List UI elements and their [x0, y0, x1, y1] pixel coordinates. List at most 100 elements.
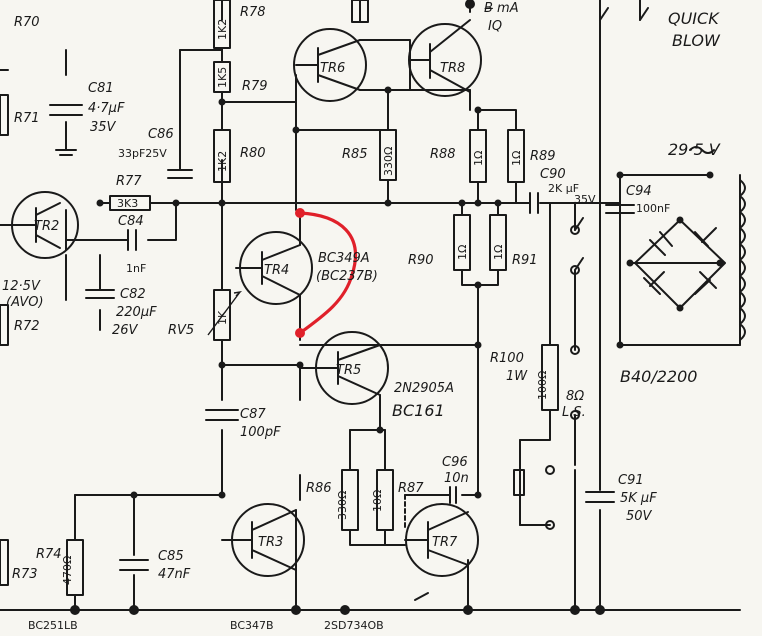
- ac-tilde: [689, 146, 715, 154]
- resistor-r72-edge: [0, 304, 9, 346]
- switches: [414, 7, 649, 601]
- label-r80-val: 1K2: [216, 151, 229, 172]
- label-c84-val: 1nF: [126, 262, 146, 275]
- label-r77-val: 3K3: [117, 197, 138, 210]
- capacitor-c85: [119, 559, 149, 571]
- label-blow: BLOW: [672, 31, 721, 50]
- label-bottom-1: BC251LB: [28, 619, 78, 631]
- label-c91-volt: 50V: [626, 509, 653, 524]
- capacitor-c82: [85, 289, 115, 299]
- label-r87: R87: [398, 481, 424, 496]
- label-tr8-top: B̶ mA: [484, 1, 519, 16]
- transistor-tr5: [299, 331, 389, 405]
- resistor-r71-edge: [0, 94, 9, 136]
- labels: R70 R71 C81 4·7µF 35V R78 1K2 R79 1K5 R8…: [2, 1, 721, 632]
- label-r80: R80: [240, 146, 266, 161]
- capacitor-c94: [605, 204, 635, 214]
- capacitor-c81: [49, 104, 83, 116]
- label-c94-val: 100nF: [636, 202, 670, 215]
- label-c85-val: 47nF: [158, 567, 191, 582]
- label-tr8: TR8: [440, 61, 465, 76]
- label-c86: C86: [148, 127, 174, 142]
- label-c87-val: 100pF: [240, 425, 281, 440]
- label-iq: IQ: [488, 19, 502, 34]
- label-tr7: TR7: [432, 535, 458, 550]
- label-c90-val: 2K µF: [548, 182, 579, 195]
- label-c81-val: 4·7µF: [88, 101, 125, 116]
- label-r78-val: 1K2: [216, 19, 229, 40]
- label-ls: 8Ω: [566, 389, 584, 404]
- label-c94: C94: [626, 184, 652, 199]
- resistor-r88b: [507, 129, 525, 183]
- label-r90: R90: [408, 253, 434, 268]
- capacitors: [49, 104, 635, 571]
- label-c82-volt: 26V: [112, 323, 139, 338]
- label-r86: R86: [306, 481, 332, 496]
- label-c87: C87: [240, 407, 266, 422]
- capacitor-c86: [167, 169, 193, 179]
- resistor-r91: [489, 214, 507, 271]
- transistor-tr4: [239, 231, 313, 305]
- label-r77: R77: [116, 174, 142, 189]
- label-rv5-val: 1K: [216, 310, 229, 325]
- label-r91: R91: [512, 253, 538, 268]
- capacitor-c87: [205, 409, 239, 421]
- label-tr5: TR5: [336, 363, 361, 378]
- resistor-r78: [213, 0, 231, 49]
- label-r87-val: 10Ω: [371, 490, 384, 512]
- label-tr5-part: 2N2905A: [394, 381, 454, 396]
- transistor-tr8: [408, 19, 482, 97]
- junction-dots: [70, 0, 724, 615]
- label-r88-b: 1Ω: [510, 151, 523, 166]
- label-r88: R88: [430, 147, 456, 162]
- label-ls2: L.S.: [562, 405, 586, 420]
- transistor-tr3: [221, 503, 305, 577]
- transistor-tr6: [293, 28, 367, 102]
- resistors: [0, 0, 559, 596]
- label-r79-val: 1K5: [216, 67, 229, 88]
- label-c85: C85: [158, 549, 184, 564]
- label-c81-volt: 35V: [90, 120, 117, 135]
- label-c96: C96: [442, 455, 468, 470]
- resistor-r100: [541, 344, 559, 411]
- label-r72: R72: [14, 319, 40, 334]
- label-r86-val: 330Ω: [336, 491, 349, 520]
- transistors: [11, 19, 482, 577]
- label-tr3: TR3: [258, 535, 283, 550]
- capacitor-c90: [529, 192, 539, 214]
- label-tr6: TR6: [320, 61, 345, 76]
- ground-symbol: [55, 149, 77, 156]
- label-c82: C82: [120, 287, 146, 302]
- red-annotation-dot-bottom: [295, 328, 305, 338]
- red-annotation-arc: [298, 211, 358, 335]
- label-r85-val: 330Ω: [382, 147, 395, 176]
- red-annotation-dot-top: [295, 208, 305, 218]
- bridge-rectifier: [634, 146, 746, 341]
- capacitor-c91: [585, 491, 615, 503]
- resistor-r73-edge: [0, 539, 9, 586]
- label-tr2-note: 12·5V: [2, 279, 41, 294]
- label-tr2-note2: (AVO): [6, 295, 44, 310]
- resistor-r85: [379, 129, 397, 181]
- label-r91-val: 1Ω: [492, 245, 505, 260]
- label-r73: R73: [12, 567, 38, 582]
- label-r100-val: 100Ω: [536, 371, 549, 400]
- label-c90-volt: 35V: [574, 193, 596, 206]
- label-tr4: TR4: [264, 263, 289, 278]
- resistor-r86: [341, 469, 359, 531]
- label-c82-val: 220µF: [116, 305, 157, 320]
- label-r78: R78: [240, 5, 266, 20]
- label-quick: QUICK: [668, 9, 720, 28]
- resistor-r88a: [469, 129, 487, 183]
- rv5-wiper-arrow: [207, 290, 243, 336]
- resistor-r79: [213, 61, 231, 93]
- label-r79: R79: [242, 79, 268, 94]
- label-c91: C91: [618, 473, 644, 488]
- label-r88-a: 1Ω: [472, 151, 485, 166]
- resistor-r87: [376, 469, 394, 531]
- resistor-top: [351, 0, 369, 23]
- label-tr4-alt: (BC237B): [316, 269, 378, 284]
- label-r85: R85: [342, 147, 368, 162]
- label-c91-val: 5K µF: [620, 491, 657, 506]
